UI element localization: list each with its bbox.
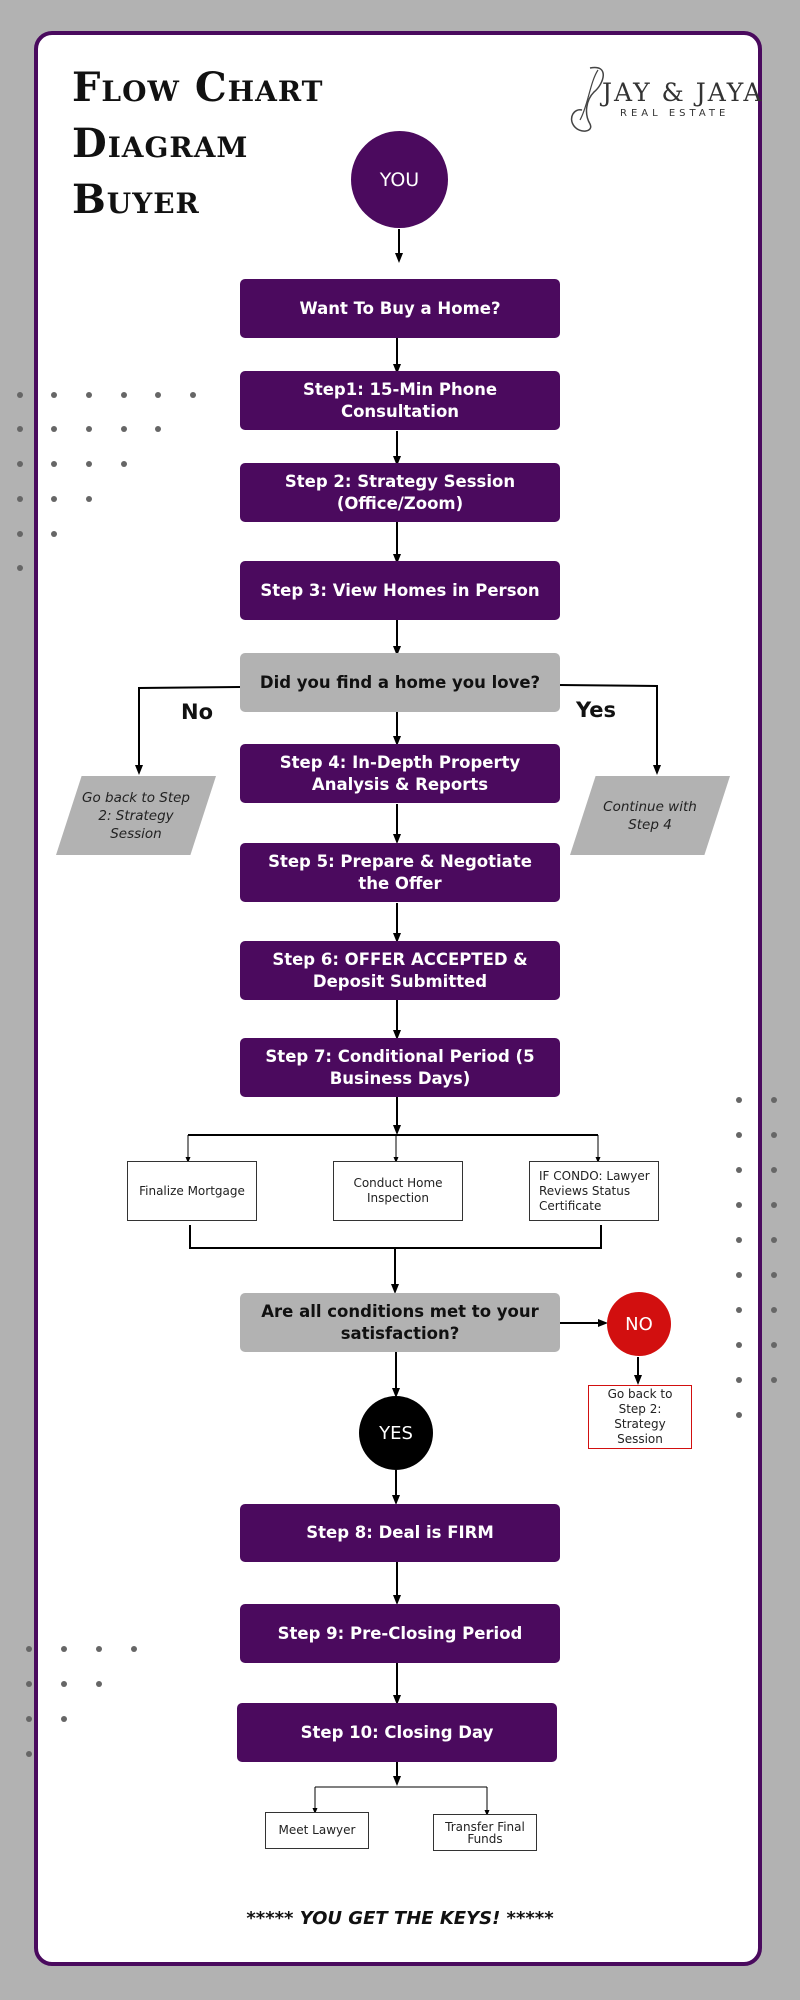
decorative-dot	[155, 426, 161, 432]
decorative-dot	[771, 1202, 777, 1208]
decorative-dot	[17, 531, 23, 537]
decorative-dot	[771, 1097, 777, 1103]
decorative-dot	[26, 1646, 32, 1652]
step1-node: Step1: 15-Min Phone Consultation	[240, 371, 560, 430]
closing-message: ***** YOU GET THE KEYS! *****	[246, 1908, 554, 1929]
decorative-dot	[736, 1097, 742, 1103]
step5-node: Step 5: Prepare & Negotiate the Offer	[240, 843, 560, 902]
logo-name: JAY & JAYA	[602, 78, 764, 107]
step7-node: Step 7: Conditional Period (5 Business D…	[240, 1038, 560, 1097]
decorative-dot	[771, 1377, 777, 1383]
step9-node: Step 9: Pre-Closing Period	[240, 1604, 560, 1663]
decorative-dot	[86, 426, 92, 432]
decorative-dot	[61, 1716, 67, 1722]
want-to-buy-node: Want To Buy a Home?	[240, 279, 560, 338]
decorative-dot	[86, 496, 92, 502]
decorative-dot	[17, 392, 23, 398]
decorative-dot	[96, 1681, 102, 1687]
step4-node: Step 4: In-Depth Property Analysis & Rep…	[240, 744, 560, 803]
decorative-dot	[51, 392, 57, 398]
decorative-dot	[736, 1377, 742, 1383]
no-branch-label: No	[181, 700, 214, 724]
decorative-dot	[736, 1307, 742, 1313]
decorative-dot	[86, 461, 92, 467]
no-outcome-go-back: Go back to Step 2: Strategy Session	[588, 1385, 692, 1449]
no-outcome-node: NO	[607, 1292, 671, 1356]
decorative-dot	[771, 1237, 777, 1243]
decorative-dot	[771, 1307, 777, 1313]
decorative-dot	[17, 426, 23, 432]
step6-node: Step 6: OFFER ACCEPTED & Deposit Submitt…	[240, 941, 560, 1000]
task-meet-lawyer: Meet Lawyer	[265, 1812, 369, 1849]
title-line-1: Flow Chart	[72, 64, 324, 111]
decorative-dot	[771, 1132, 777, 1138]
page-title: Flow Chart Diagram Buyer	[72, 60, 323, 228]
logo-monogram-icon	[570, 66, 604, 132]
decorative-dot	[736, 1342, 742, 1348]
decorative-dot	[86, 392, 92, 398]
decorative-dot	[121, 392, 127, 398]
decorative-dot	[51, 426, 57, 432]
decorative-dot	[51, 461, 57, 467]
decorative-dot	[736, 1202, 742, 1208]
title-line-2: Diagram	[72, 120, 249, 167]
step8-node: Step 8: Deal is FIRM	[240, 1504, 560, 1562]
logo-subtitle: REAL ESTATE	[620, 108, 730, 119]
yes-branch-label: Yes	[576, 698, 617, 722]
decorative-dot	[51, 496, 57, 502]
decorative-dot	[121, 461, 127, 467]
decorative-dot	[736, 1132, 742, 1138]
decorative-dot	[121, 426, 127, 432]
decorative-dot	[771, 1272, 777, 1278]
decorative-dot	[17, 461, 23, 467]
decorative-dot	[51, 531, 57, 537]
decorative-dot	[26, 1751, 32, 1757]
start-node: YOU	[351, 131, 448, 228]
step3-node: Step 3: View Homes in Person	[240, 561, 560, 620]
yes-action-continue: Continue with Step 4	[570, 776, 730, 855]
decorative-dot	[96, 1646, 102, 1652]
decorative-dot	[61, 1681, 67, 1687]
decorative-dot	[771, 1167, 777, 1173]
decorative-dot	[155, 392, 161, 398]
decorative-dot	[736, 1167, 742, 1173]
title-line-3: Buyer	[72, 176, 200, 223]
decorative-dot	[131, 1646, 137, 1652]
question-conditions-met: Are all conditions met to your satisfact…	[240, 1293, 560, 1352]
decorative-dot	[26, 1716, 32, 1722]
decorative-dot	[190, 392, 196, 398]
step2-node: Step 2: Strategy Session (Office/Zoom)	[240, 463, 560, 522]
decorative-dot	[771, 1342, 777, 1348]
no-action-go-back: Go back to Step 2: Strategy Session	[56, 776, 216, 855]
brand-logo: JAY & JAYA REAL ESTATE	[560, 62, 761, 134]
condition-condo-status: IF CONDO: Lawyer Reviews Status Certific…	[529, 1161, 659, 1221]
question-find-home: Did you find a home you love?	[240, 653, 560, 712]
task-transfer-funds: Transfer Final Funds	[433, 1814, 537, 1851]
decorative-dot	[26, 1681, 32, 1687]
decorative-dot	[736, 1272, 742, 1278]
yes-outcome-node: YES	[359, 1396, 433, 1470]
decorative-dot	[17, 565, 23, 571]
decorative-dot	[61, 1646, 67, 1652]
condition-inspection: Conduct Home Inspection	[333, 1161, 463, 1221]
condition-mortgage: Finalize Mortgage	[127, 1161, 257, 1221]
decorative-dot	[17, 496, 23, 502]
decorative-dot	[736, 1237, 742, 1243]
step10-node: Step 10: Closing Day	[237, 1703, 557, 1762]
decorative-dot	[736, 1412, 742, 1418]
